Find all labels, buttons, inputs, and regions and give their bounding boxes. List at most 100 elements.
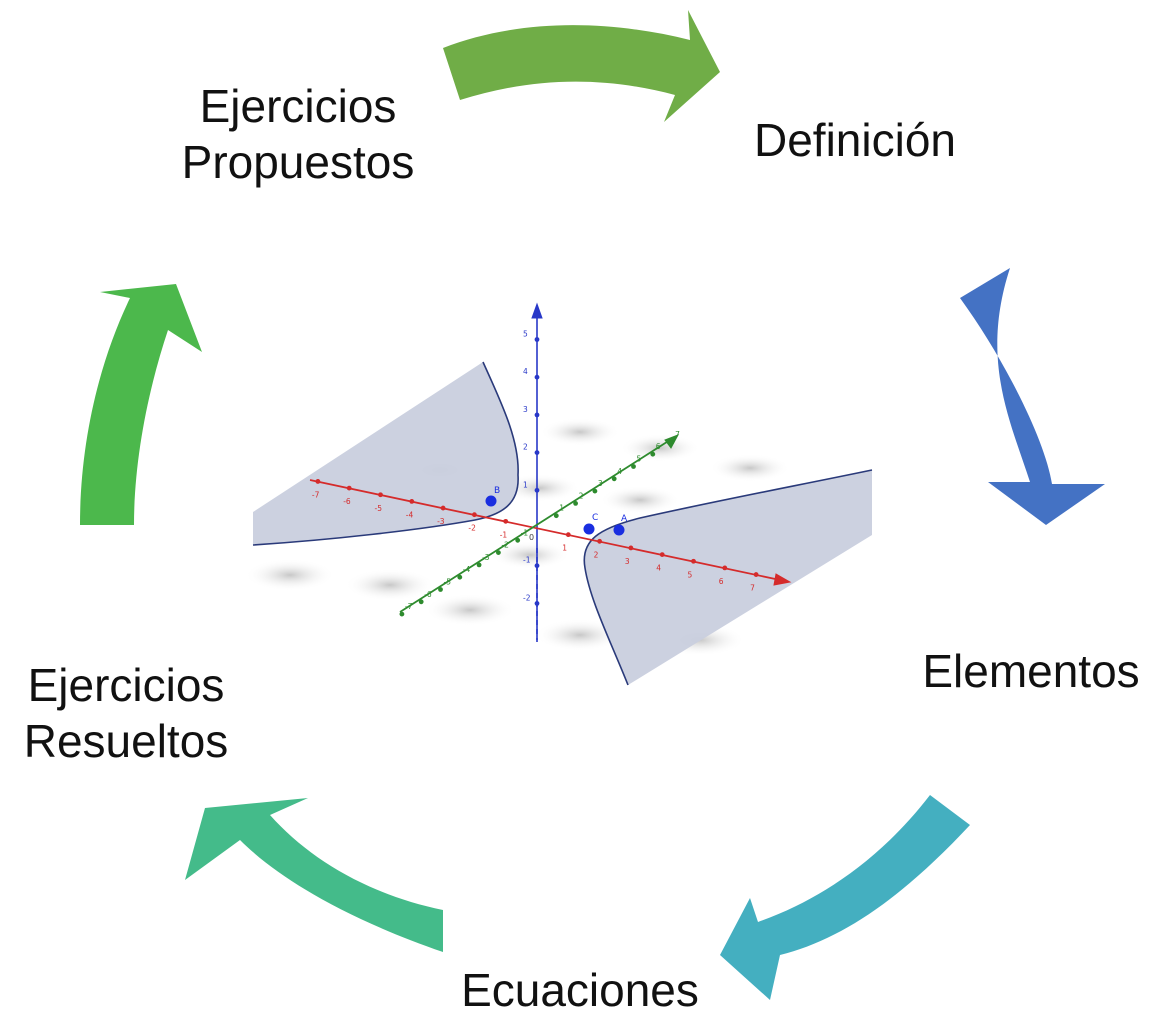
- y-axis-2-tick: [573, 501, 578, 506]
- x-axis-2-tick-label: 2: [594, 550, 599, 559]
- hyperboloid-graph: -7 -6 -5 -4 -3 -2 -1 1 2 3 4 5 6 7 -7 -6 -5 -4 -3 -2 -1 1 2 3 4 5…: [245, 302, 873, 686]
- arrow-resueltos-to-propuestos: [80, 284, 202, 525]
- step-elementos: Elementos: [896, 643, 1166, 699]
- y-axis-4-tick-label: 4: [617, 467, 622, 476]
- x-axis-7-tick-label: 7: [750, 584, 755, 593]
- arrow-ecuaciones-to-resueltos: [185, 798, 443, 952]
- z-axis-2-tick: [534, 450, 540, 455]
- z-axis-arrowhead: [531, 302, 543, 319]
- hyperboloid-right-edge: [583, 469, 873, 686]
- point-c-label: C: [592, 513, 598, 523]
- y-axis-6-tick: [650, 451, 656, 457]
- z-axis-3-tick-label: 3: [523, 405, 528, 414]
- x-axis-3-tick-label: 3: [625, 557, 630, 566]
- y-axis--1-tick-label: -1: [521, 528, 529, 537]
- step-elementos-line-1: Elementos: [922, 645, 1140, 697]
- x-axis--2-tick-label: -2: [468, 524, 476, 533]
- x-axis--7-tick-label: -7: [312, 490, 320, 499]
- x-axis--3-tick: [440, 505, 446, 511]
- y-axis--7-tick-label: -7: [405, 602, 413, 611]
- y-axis-5-tick: [631, 464, 636, 469]
- y-axis--7-tick: [399, 611, 405, 617]
- z-axis-4-tick: [534, 374, 540, 380]
- axis-ticks: -7 -6 -5 -4 -3 -2 -1 1 2 3 4 5 6 7 -7 -6 -5 -4 -3 -2 -1 1 2 3 4 5…: [312, 330, 759, 617]
- step-ecuaciones: Ecuaciones: [430, 962, 730, 1018]
- y-axis-7-tick: [669, 439, 675, 445]
- x-axis--4-tick: [409, 499, 415, 504]
- y-axis-7-tick-label: 7: [675, 430, 680, 439]
- z-axis-3-tick: [534, 412, 540, 418]
- point-a-label: A: [621, 514, 628, 524]
- x-axis-7-tick: [753, 572, 759, 577]
- z-axis--2-tick: [534, 601, 540, 606]
- z-axis-5-tick: [534, 337, 540, 342]
- y-axis-3-tick: [592, 488, 598, 494]
- x-axis--5-tick-label: -5: [375, 504, 383, 513]
- x-axis-6-tick-label: 6: [719, 577, 724, 586]
- hyperboloid-left-sheet: [253, 362, 519, 545]
- point-c: [583, 523, 595, 535]
- z-axis-4-tick-label: 4: [523, 367, 528, 376]
- x-axis--5-tick: [378, 492, 383, 498]
- x-axis--1-tick-label: -1: [500, 530, 508, 539]
- y-axis--6-tick-label: -6: [424, 590, 432, 599]
- x-axis-5-tick: [691, 558, 696, 564]
- y-axis: [399, 439, 671, 613]
- step-definicion: Definición: [720, 112, 990, 168]
- x-axis: [309, 479, 781, 581]
- y-axis-2-tick-label: 2: [579, 491, 584, 500]
- y-axis--5-tick: [438, 587, 443, 592]
- x-axis--6-tick: [346, 485, 352, 491]
- y-axis--4-tick-label: -4: [463, 565, 471, 574]
- y-axis--2-tick: [496, 550, 501, 555]
- z-axis--2-tick-label: -2: [523, 593, 531, 602]
- y-axis--6-tick: [418, 599, 424, 605]
- point-a: [613, 524, 625, 536]
- x-axis--7-tick: [315, 479, 321, 484]
- step-ejercicios-resueltos: Ejercicios Resueltos: [0, 657, 252, 769]
- z-axis--1-tick: [534, 563, 540, 569]
- x-axis-5-tick-label: 5: [688, 570, 693, 579]
- y-axis--4-tick: [457, 574, 463, 580]
- step-ejercicios-propuestos-line-1: Ejercicios: [199, 80, 397, 132]
- y-axis--5-tick-label: -5: [444, 578, 452, 587]
- y-axis-1-tick-label: 1: [559, 504, 564, 513]
- x-axis-1-tick-label: 1: [562, 544, 567, 553]
- x-axis-3-tick: [628, 545, 634, 551]
- y-axis-1-tick: [553, 513, 559, 519]
- arrow-definicion-to-elementos: [960, 268, 1105, 525]
- x-axis-2-tick: [597, 538, 602, 544]
- y-axis-4-tick: [611, 476, 617, 482]
- x-axis--6-tick-label: -6: [343, 497, 351, 506]
- point-b-label: B: [494, 486, 500, 496]
- z-axis--1-tick-label: -1: [523, 556, 531, 565]
- y-axis--3-tick-label: -3: [482, 553, 490, 562]
- x-axis-arrowhead: [773, 573, 792, 586]
- point-b: [485, 495, 497, 507]
- x-axis-4-tick: [659, 552, 665, 557]
- y-axis--2-tick-label: -2: [501, 541, 509, 550]
- hyperboloid-left-edge: [252, 361, 519, 546]
- y-axis--3-tick: [476, 562, 482, 568]
- x-axis-1-tick: [565, 532, 571, 538]
- step-ejercicios-resueltos-line-1: Ejercicios: [27, 659, 225, 711]
- z-axis-1-tick-label: 1: [523, 480, 528, 489]
- step-ejercicios-resueltos-line-2: Resueltos: [23, 715, 229, 767]
- origin-label: 0: [529, 533, 534, 542]
- step-ejercicios-propuestos: Ejercicios Propuestos: [148, 78, 448, 190]
- step-ejercicios-propuestos-line-2: Propuestos: [181, 136, 415, 188]
- hyperboloid-right-sheet: [584, 470, 872, 685]
- y-axis-6-tick-label: 6: [656, 442, 661, 451]
- y-axis-5-tick-label: 5: [637, 455, 642, 464]
- y-axis--1-tick: [515, 537, 521, 543]
- step-definicion-line-1: Definición: [754, 114, 956, 166]
- x-axis--3-tick-label: -3: [437, 517, 445, 526]
- x-axis-6-tick: [722, 565, 728, 571]
- x-axis--4-tick-label: -4: [406, 510, 414, 519]
- x-axis--1-tick: [503, 518, 509, 524]
- y-axis-3-tick-label: 3: [598, 479, 603, 488]
- z-axis-5-tick-label: 5: [523, 330, 528, 339]
- z-axis-1-tick: [534, 487, 540, 493]
- x-axis-4-tick-label: 4: [656, 564, 661, 573]
- arrow-elementos-to-ecuaciones: [720, 795, 970, 1000]
